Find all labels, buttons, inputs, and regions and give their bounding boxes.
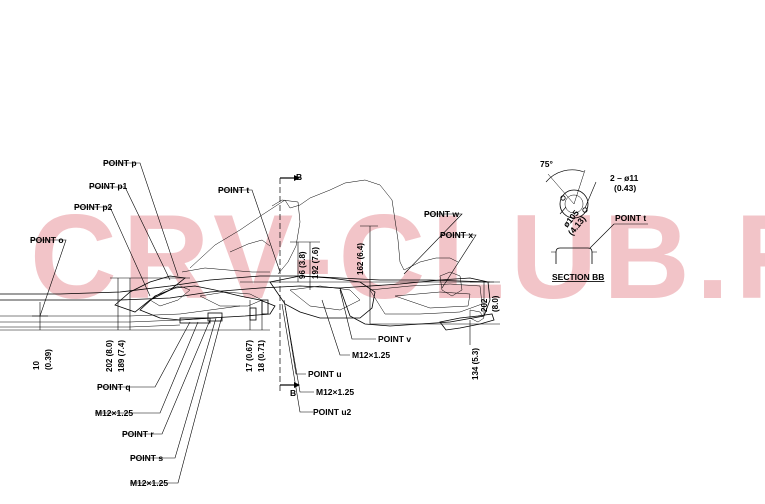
sectionbb-title: SECTION BB xyxy=(552,272,604,282)
label-bolt-q: M12×1.25 xyxy=(95,408,133,418)
sectionbb-angle: 75° xyxy=(540,159,553,169)
dim-96: 96 (3.8) xyxy=(298,251,307,279)
label-point-u: POINT u xyxy=(308,369,342,379)
label-point-r: POINT r xyxy=(122,429,154,439)
dim-10-in: (0.39) xyxy=(44,349,53,370)
label-bolt-s: M12×1.25 xyxy=(130,478,168,488)
callout-leaders xyxy=(30,162,477,484)
section-marker-top: B xyxy=(296,172,302,182)
sectionbb-holes: 2 – ø11 xyxy=(610,173,639,183)
section-marker-bottom: B xyxy=(290,388,296,398)
dim-202-left: 202 (8.0) xyxy=(105,340,114,372)
label-bolt-u: M12×1.25 xyxy=(316,387,354,397)
dimension-lines xyxy=(0,225,500,345)
dim-134: 134 (5.3) xyxy=(471,348,480,380)
label-bolt-v: M12×1.25 xyxy=(352,350,390,360)
dim-162: 162 (6.4) xyxy=(356,243,365,275)
sectionbb-point-t: POINT t xyxy=(615,213,646,223)
label-point-p: POINT p xyxy=(103,158,137,168)
dim-202-right: 202 xyxy=(480,298,489,312)
dim-192: 192 (7.6) xyxy=(311,247,320,279)
label-point-u2: POINT u2 xyxy=(313,407,352,417)
label-point-q: POINT q xyxy=(97,382,131,392)
dim-10: 10 xyxy=(32,361,41,370)
label-point-s: POINT s xyxy=(130,453,163,463)
label-point-o: POINT o xyxy=(30,235,64,245)
label-point-w: POINT w xyxy=(424,209,459,219)
section-bb-detail xyxy=(545,169,648,264)
label-point-x: POINT x xyxy=(440,230,473,240)
floor-panel-outline xyxy=(181,179,459,275)
dim-18: 18 (0.71) xyxy=(257,340,266,372)
label-point-p1: POINT p1 xyxy=(89,181,128,191)
watermark: CRV-CLUB.RU xyxy=(30,190,765,324)
sectionbb-holes-in: (0.43) xyxy=(614,183,636,193)
dim-17: 17 (0.67) xyxy=(245,340,254,372)
label-point-t: POINT t xyxy=(218,185,249,195)
dim-202-right-in: (8.0) xyxy=(491,295,500,312)
dim-189: 189 (7.4) xyxy=(117,340,126,372)
label-point-v: POINT v xyxy=(378,334,411,344)
label-point-p2: POINT p2 xyxy=(74,202,113,212)
